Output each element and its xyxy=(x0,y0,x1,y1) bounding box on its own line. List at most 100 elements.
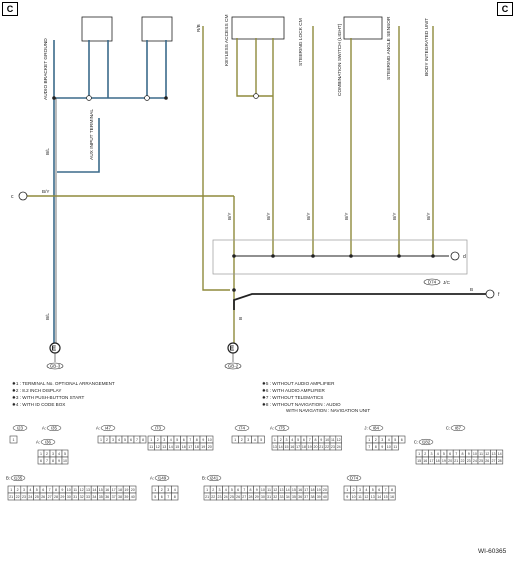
connector-prefix: A: xyxy=(270,426,274,431)
connector-pin-label: 32 xyxy=(273,495,277,499)
connector-pin-label: 14 xyxy=(279,445,283,449)
connector-pin-label: 19 xyxy=(308,445,312,449)
ground-left-tag xyxy=(46,362,64,370)
connector-pin-label: 4 xyxy=(170,438,172,442)
connector-pin xyxy=(398,435,406,444)
corner-marker-right: C xyxy=(497,2,513,16)
wire-label-by-2: B/Y xyxy=(266,213,271,220)
wire-b-f xyxy=(233,293,486,310)
connector-pin-label: 31 xyxy=(267,495,271,499)
connector-i87: C:i87 xyxy=(446,424,466,432)
connector-pin-label: 3 xyxy=(359,488,361,492)
connector-pin-label: 2 xyxy=(375,438,377,442)
connector-pin-label: 26 xyxy=(41,495,45,499)
connector-pin-label: 1 xyxy=(418,452,420,456)
connector-pin-label: 25 xyxy=(230,495,234,499)
connector-pin-label: 2 xyxy=(280,438,282,442)
connector-pin-label: 15 xyxy=(175,445,179,449)
label-steering-angle-sensor: STEERING ANGLE SENSOR xyxy=(386,16,392,80)
connector-pin-label: 7 xyxy=(189,438,191,442)
connector-pin-label: 2 xyxy=(157,438,159,442)
connector-pin-label: 2 xyxy=(46,452,48,456)
connector-pin-label: 4 xyxy=(58,452,60,456)
node-f-label: f xyxy=(498,292,500,298)
connector-id: i47 xyxy=(105,426,112,431)
connector-pin xyxy=(171,492,179,501)
connector-id: i135 xyxy=(14,476,23,481)
connector-pin-label: 17 xyxy=(304,488,308,492)
connector-tag xyxy=(46,424,62,432)
connector-pin-label: 8 xyxy=(391,488,393,492)
connector-tag xyxy=(368,424,384,432)
connector-pin-label: 16 xyxy=(290,445,294,449)
note-6: ✸6 : WITH AUDIO AMPLIFIER xyxy=(262,388,325,393)
connector-pin-label: 28 xyxy=(249,495,253,499)
connector-pin-label: 18 xyxy=(302,445,306,449)
connector-pin-label: 2 xyxy=(106,438,108,442)
connector-pin-label: 16 xyxy=(105,488,109,492)
connector-pin-label: 40 xyxy=(131,495,135,499)
note-5: ✸5 : WITHOUT AUDIO AMPLIFIER xyxy=(262,381,335,386)
note-4: ✸4 : WITH ID CODE BOX xyxy=(12,402,65,407)
node-d xyxy=(450,251,460,261)
connector-pin-label: 11 xyxy=(267,488,271,492)
connector-pin-label: 25 xyxy=(35,495,39,499)
connector-pin-label: 17 xyxy=(296,445,300,449)
connector-pin-label: 7 xyxy=(368,445,370,449)
connector-id: i84 xyxy=(373,426,380,431)
connector-pin-label: 1 xyxy=(206,488,208,492)
connector-pin-label: 12 xyxy=(485,452,489,456)
connector-pin-label: 2 xyxy=(17,488,19,492)
wire-rb xyxy=(202,26,230,291)
connector-pin-label: 6 xyxy=(161,495,163,499)
connector-pin-label: 22 xyxy=(461,459,465,463)
connector-pin-label: 10 xyxy=(473,452,477,456)
note-1: ✸1 : TERMINAL No. OPTIONAL ARRANGEMENT xyxy=(12,381,115,386)
connector-id: i36 xyxy=(45,440,52,445)
connector-pin-label: 7 xyxy=(385,488,387,492)
wire-label-by-4: B/Y xyxy=(344,213,349,220)
connector-pin-label: 39 xyxy=(317,495,321,499)
connector-id: i75 xyxy=(279,426,286,431)
connector-pin-label: 22 xyxy=(16,495,20,499)
connector-pin-label: 7 xyxy=(243,488,245,492)
connector-tag xyxy=(10,474,26,482)
joint-connector-box xyxy=(212,239,468,275)
connector-pin-label: 5 xyxy=(297,438,299,442)
connector-pin-label: 23 xyxy=(331,445,335,449)
connector-pin-label: 4 xyxy=(174,488,176,492)
connector-pin-label: 24 xyxy=(337,445,341,449)
connector-pin-label: 10 xyxy=(63,459,67,463)
connector-id: i149 xyxy=(158,476,167,481)
connector-pin-label: 18 xyxy=(195,445,199,449)
connector-pin-label: 24 xyxy=(28,495,32,499)
connector-tag xyxy=(154,474,170,482)
wire-label-bl-lower: B/L xyxy=(45,313,50,320)
connector-prefix: B: xyxy=(202,476,206,481)
connector-pin-label: 10 xyxy=(261,488,265,492)
connector-pin-label: 13 xyxy=(492,452,496,456)
connector-pin-label: 16 xyxy=(390,495,394,499)
connector-pin-label: 19 xyxy=(317,488,321,492)
wire-label-by-c: B/Y xyxy=(42,189,49,194)
connector-pin-label: 21 xyxy=(454,459,458,463)
connector-pin-label: 23 xyxy=(467,459,471,463)
connector-pin-label: 4 xyxy=(291,438,293,442)
connector-pin-label: 11 xyxy=(331,438,335,442)
connector-pin-label: 5 xyxy=(231,488,233,492)
node-d-label: d xyxy=(463,254,466,260)
note-9: WITH NAVIGATION : NAVIGATION UNIT xyxy=(286,408,370,413)
note-3: ✸3 : WITH PUSH-BUTTON START xyxy=(12,395,84,400)
connector-pin-label: 8 xyxy=(55,488,57,492)
node-f xyxy=(485,289,495,299)
connector-pin-label: 30 xyxy=(67,495,71,499)
connector-pin-label: 22 xyxy=(211,495,215,499)
